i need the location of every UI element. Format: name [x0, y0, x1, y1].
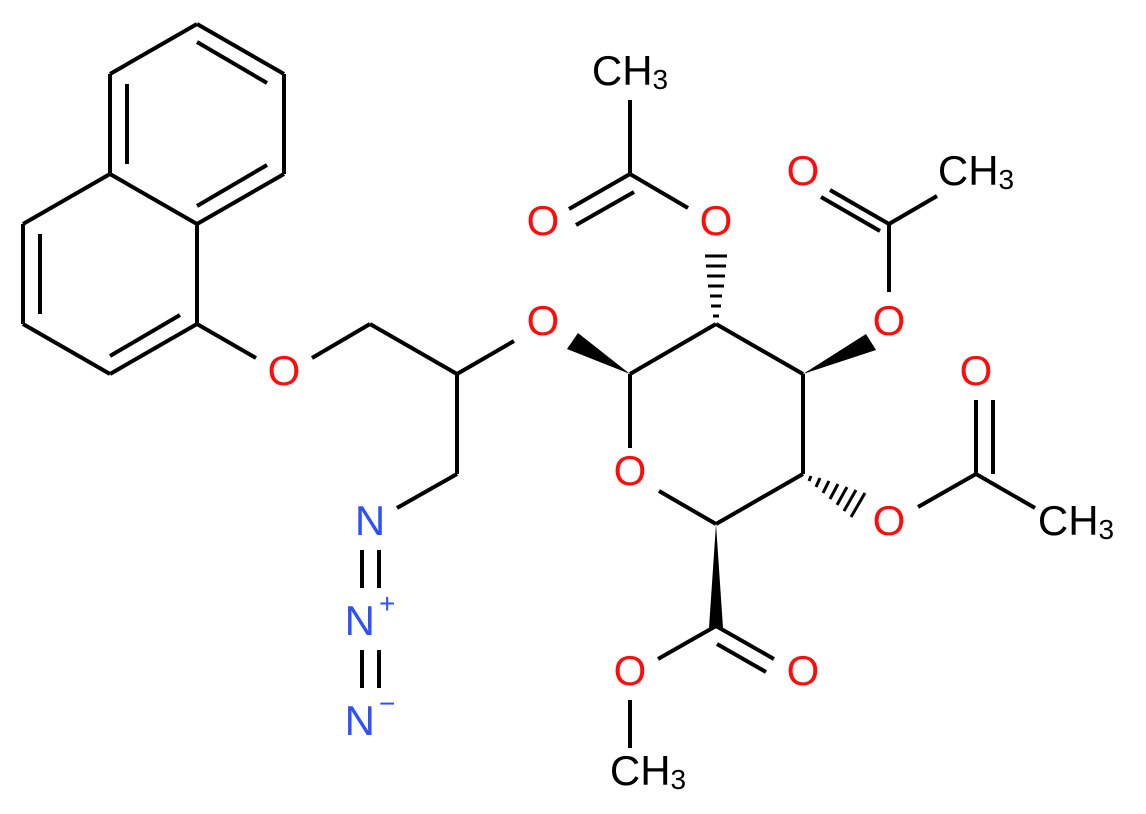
atom-o-ester: O [614, 647, 647, 694]
atom-o-ring: O [614, 447, 647, 494]
acetyl-c4 [917, 400, 1036, 510]
atom-o-ac3-carbonyl: O [787, 147, 820, 194]
pyranose-ring [567, 254, 876, 628]
methyl-ester [628, 624, 775, 748]
atom-ch3-ester: CH3 [610, 747, 686, 795]
atom-n2: N+ [345, 588, 396, 644]
atom-o-ac4-carbonyl: O [960, 347, 993, 394]
propyl-linker [196, 322, 516, 510]
acetyl-c3 [820, 188, 939, 292]
atom-o-naphthyl-ether: O [268, 347, 301, 394]
hashed-bond-c4 [807, 475, 867, 518]
atom-n3: N− [345, 688, 396, 744]
atom-o-ac3: O [873, 297, 906, 344]
naphthalene-ring [21, 22, 286, 376]
atom-ch3-ac4: CH3 [1038, 497, 1114, 545]
azide-group [360, 550, 381, 688]
acetyl-c2 [568, 100, 690, 227]
atom-o-glycosidic: O [527, 297, 560, 344]
atom-ch3-ac2: CH3 [592, 47, 668, 95]
atom-o-ac2-carbonyl: O [527, 197, 560, 244]
atom-n1: N [355, 497, 385, 544]
atom-o-ester-carbonyl: O [787, 647, 820, 694]
atom-ch3-ac3: CH3 [938, 147, 1014, 195]
atom-o-ac2: O [700, 197, 733, 244]
atom-o-ac4: O [873, 497, 906, 544]
hashed-bond-c2 [705, 254, 727, 318]
